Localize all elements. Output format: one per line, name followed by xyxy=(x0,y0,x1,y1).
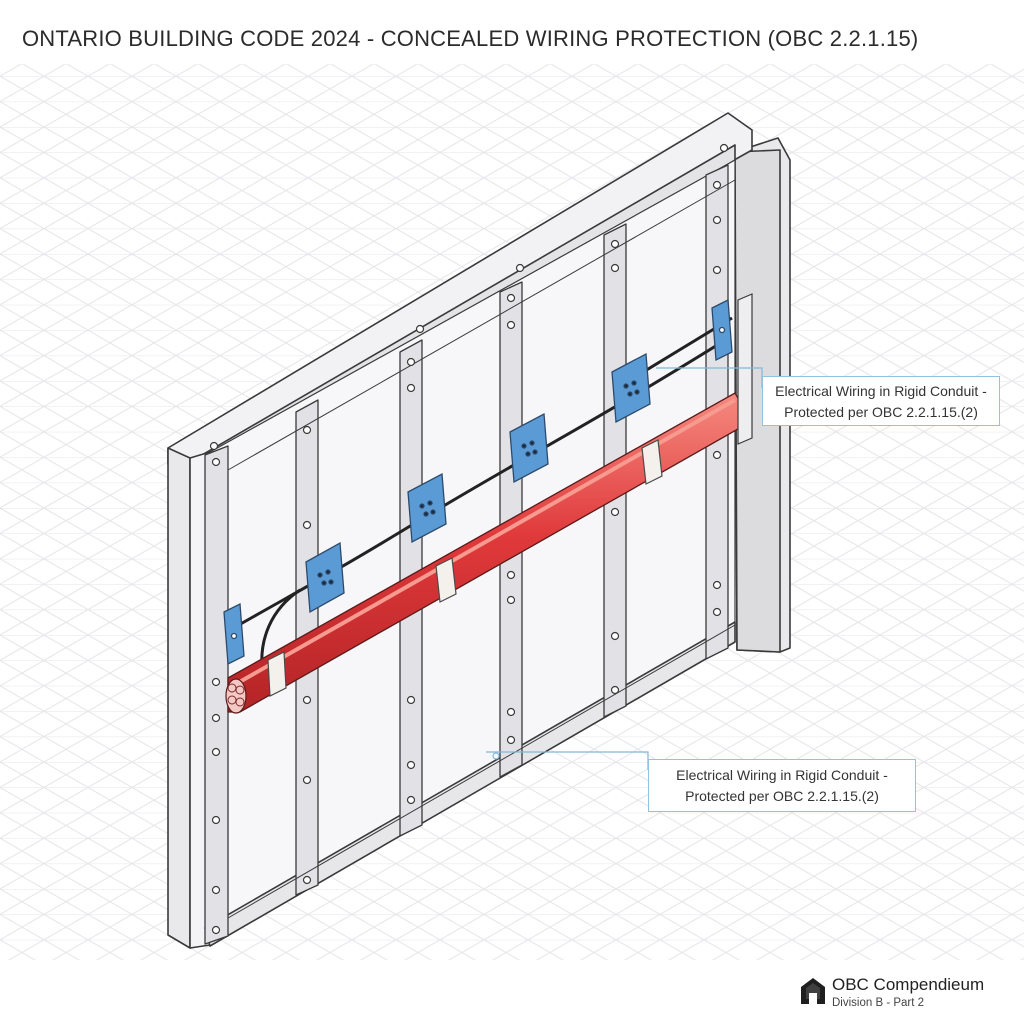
side-bracket xyxy=(737,293,753,445)
brand-name: OBC Compendieum xyxy=(832,975,985,994)
leader-end xyxy=(492,752,500,760)
electrical-box xyxy=(223,602,245,666)
brand-subtitle: Division B - Part 2 xyxy=(832,997,925,1009)
conduit-strap xyxy=(435,557,457,603)
electrical-box xyxy=(611,352,651,424)
electrical-boxes xyxy=(223,298,733,666)
conduit-straps xyxy=(267,439,663,697)
electrical-box xyxy=(407,472,447,544)
conduit-strap xyxy=(267,651,287,697)
callout-line-1: Electrical Wiring in Rigid Conduit - xyxy=(775,383,987,399)
title-bar: ONTARIO BUILDING CODE 2024 - CONCEALED W… xyxy=(0,0,1024,70)
callout-conduit-upper: Electrical Wiring in Rigid Conduit - Pro… xyxy=(762,376,1000,426)
wall-framing-diagram xyxy=(0,64,1024,960)
callout-conduit-lower: Electrical Wiring in Rigid Conduit - Pro… xyxy=(648,759,916,812)
stud-holes xyxy=(209,143,729,935)
electrical-box xyxy=(509,412,549,484)
stud xyxy=(204,445,229,945)
electrical-box xyxy=(305,541,345,614)
page-title: ONTARIO BUILDING CODE 2024 - CONCEALED W… xyxy=(22,26,919,51)
callout-line-2: Protected per OBC 2.2.1.15.(2) xyxy=(685,788,879,804)
end-post-front xyxy=(734,149,781,653)
conduit-strap xyxy=(641,439,663,485)
left-end-post xyxy=(167,447,191,949)
conduit-end xyxy=(225,678,247,714)
callout-line-1: Electrical Wiring in Rigid Conduit - xyxy=(676,767,888,783)
footer-brand: OBC Compendieum Division B - Part 2 xyxy=(800,975,1000,1013)
house-logo-icon xyxy=(801,978,825,1004)
callout-line-2: Protected per OBC 2.2.1.15.(2) xyxy=(784,404,978,420)
electrical-box xyxy=(711,298,733,362)
